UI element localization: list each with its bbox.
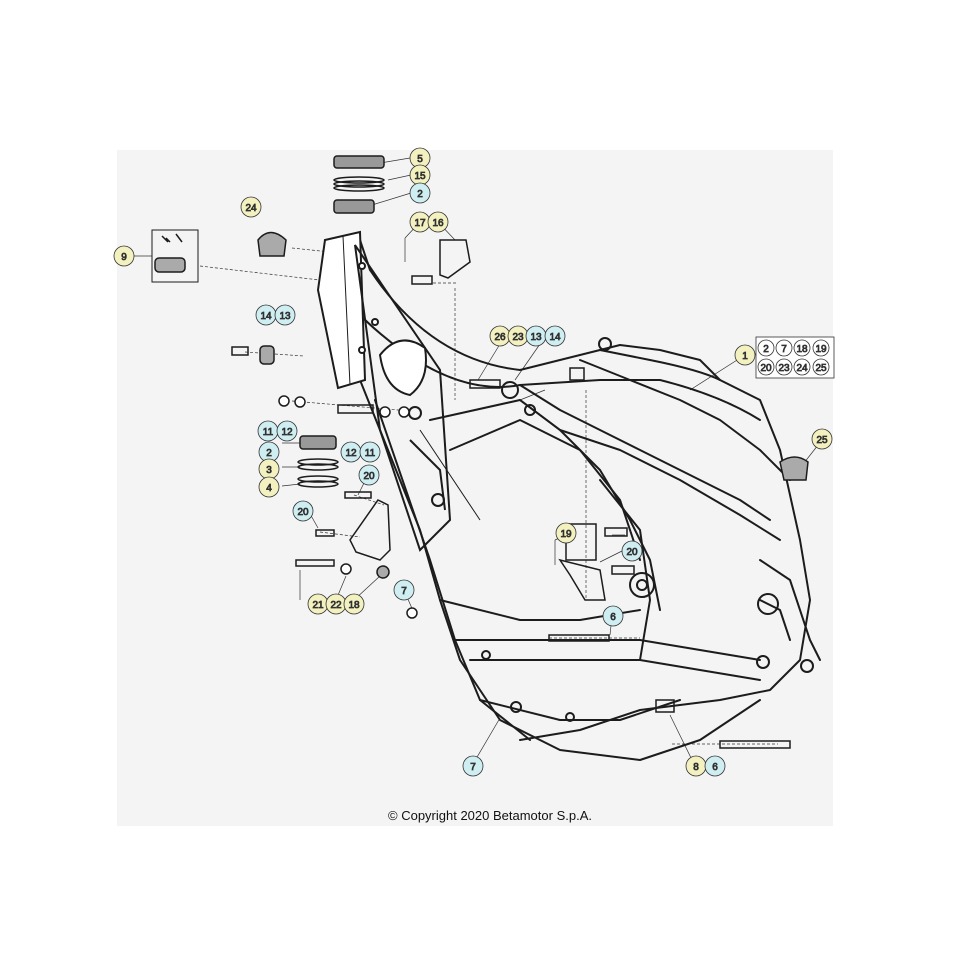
svg-text:14: 14: [260, 311, 272, 322]
frame-tubes: [329, 239, 821, 761]
svg-text:7: 7: [781, 344, 787, 355]
svg-text:23: 23: [512, 332, 524, 343]
callout-7: 7: [462, 755, 484, 777]
svg-text:2: 2: [266, 448, 272, 459]
svg-text:24: 24: [796, 363, 808, 374]
bearing-parts-top: [333, 155, 385, 214]
svg-text:15: 15: [414, 171, 426, 182]
svg-text:12: 12: [281, 427, 293, 438]
callout-11: 11: [257, 420, 279, 442]
callouts: 5 15 2 24 9 17 16 14 13 26 23 13 14 1 11…: [113, 147, 833, 777]
callout-6: 6: [704, 755, 726, 777]
callout-20: 20: [292, 500, 314, 522]
callout-22: 22: [325, 593, 347, 615]
callout-2: 2: [258, 441, 280, 463]
callout-5: 5: [409, 147, 431, 169]
bearing-parts-bottom: [297, 435, 339, 488]
svg-text:7: 7: [470, 762, 476, 773]
callout-3: 3: [258, 458, 280, 480]
callout-26: 26: [489, 325, 511, 347]
svg-text:4: 4: [266, 483, 272, 494]
svg-text:18: 18: [348, 600, 360, 611]
svg-text:20: 20: [363, 471, 375, 482]
callout-19: 19: [555, 522, 577, 544]
kit-callout: 25: [812, 358, 830, 376]
callout-20: 20: [358, 464, 380, 486]
callout-21: 21: [307, 593, 329, 615]
svg-text:11: 11: [263, 427, 274, 438]
svg-text:7: 7: [401, 586, 407, 597]
svg-text:16: 16: [432, 218, 444, 229]
svg-text:13: 13: [530, 332, 542, 343]
callout-20: 20: [621, 540, 643, 562]
svg-text:11: 11: [365, 448, 376, 459]
svg-text:5: 5: [417, 154, 423, 165]
callout-18: 18: [343, 593, 365, 615]
svg-text:20: 20: [760, 363, 772, 374]
leader-lines: [133, 157, 823, 765]
svg-text:20: 20: [626, 547, 638, 558]
kit-callout: 19: [812, 339, 830, 357]
svg-text:24: 24: [245, 203, 257, 214]
kit-callout: 18: [793, 339, 811, 357]
callout-12: 12: [276, 420, 298, 442]
callout-2: 2: [409, 182, 431, 204]
svg-text:21: 21: [312, 600, 324, 611]
svg-text:19: 19: [815, 344, 827, 355]
callout-4: 4: [258, 476, 280, 498]
callout-1: 1: [734, 344, 756, 366]
svg-text:19: 19: [560, 529, 572, 540]
svg-text:6: 6: [712, 762, 718, 773]
svg-text:2: 2: [417, 189, 423, 200]
callout-9: 9: [113, 245, 135, 267]
callout-15: 15: [409, 164, 431, 186]
kit-callout: 24: [793, 358, 811, 376]
svg-text:22: 22: [330, 600, 342, 611]
svg-text:6: 6: [610, 612, 616, 623]
callout-24: 24: [240, 196, 262, 218]
svg-text:2: 2: [763, 344, 769, 355]
kit-callout: 23: [775, 358, 793, 376]
callout-14: 14: [255, 304, 277, 326]
svg-text:12: 12: [345, 448, 357, 459]
svg-text:8: 8: [693, 762, 699, 773]
callout-25: 25: [811, 428, 833, 450]
svg-text:25: 25: [816, 435, 828, 446]
svg-text:14: 14: [549, 332, 561, 343]
svg-text:3: 3: [266, 465, 272, 476]
svg-text:23: 23: [778, 363, 790, 374]
svg-text:25: 25: [815, 363, 827, 374]
callout-23: 23: [507, 325, 529, 347]
svg-text:20: 20: [297, 507, 309, 518]
callout-16: 16: [427, 211, 449, 233]
callout-14: 14: [544, 325, 566, 347]
copyright-text: © Copyright 2020 Betamotor S.p.A.: [388, 808, 592, 823]
callout-17: 17: [409, 211, 431, 233]
svg-text:1: 1: [742, 351, 748, 362]
kit-components-box: 2 7 18 19 20 23 24 25: [755, 336, 835, 379]
callout-13: 13: [274, 304, 296, 326]
hardware-parts: [151, 229, 809, 749]
svg-text:17: 17: [414, 218, 426, 229]
kit-callout: 20: [757, 358, 775, 376]
kit-callout: 2: [757, 339, 775, 357]
callout-6: 6: [602, 605, 624, 627]
callout-11: 11: [359, 441, 381, 463]
svg-text:13: 13: [279, 311, 291, 322]
callout-13: 13: [525, 325, 547, 347]
callout-12: 12: [340, 441, 362, 463]
callout-8: 8: [685, 755, 707, 777]
svg-text:18: 18: [796, 344, 808, 355]
kit-callout: 7: [775, 339, 793, 357]
diagram-panel: [117, 150, 833, 826]
callout-7: 7: [393, 579, 415, 601]
svg-text:26: 26: [494, 332, 506, 343]
steering-head: [316, 230, 481, 552]
svg-text:9: 9: [121, 252, 127, 263]
